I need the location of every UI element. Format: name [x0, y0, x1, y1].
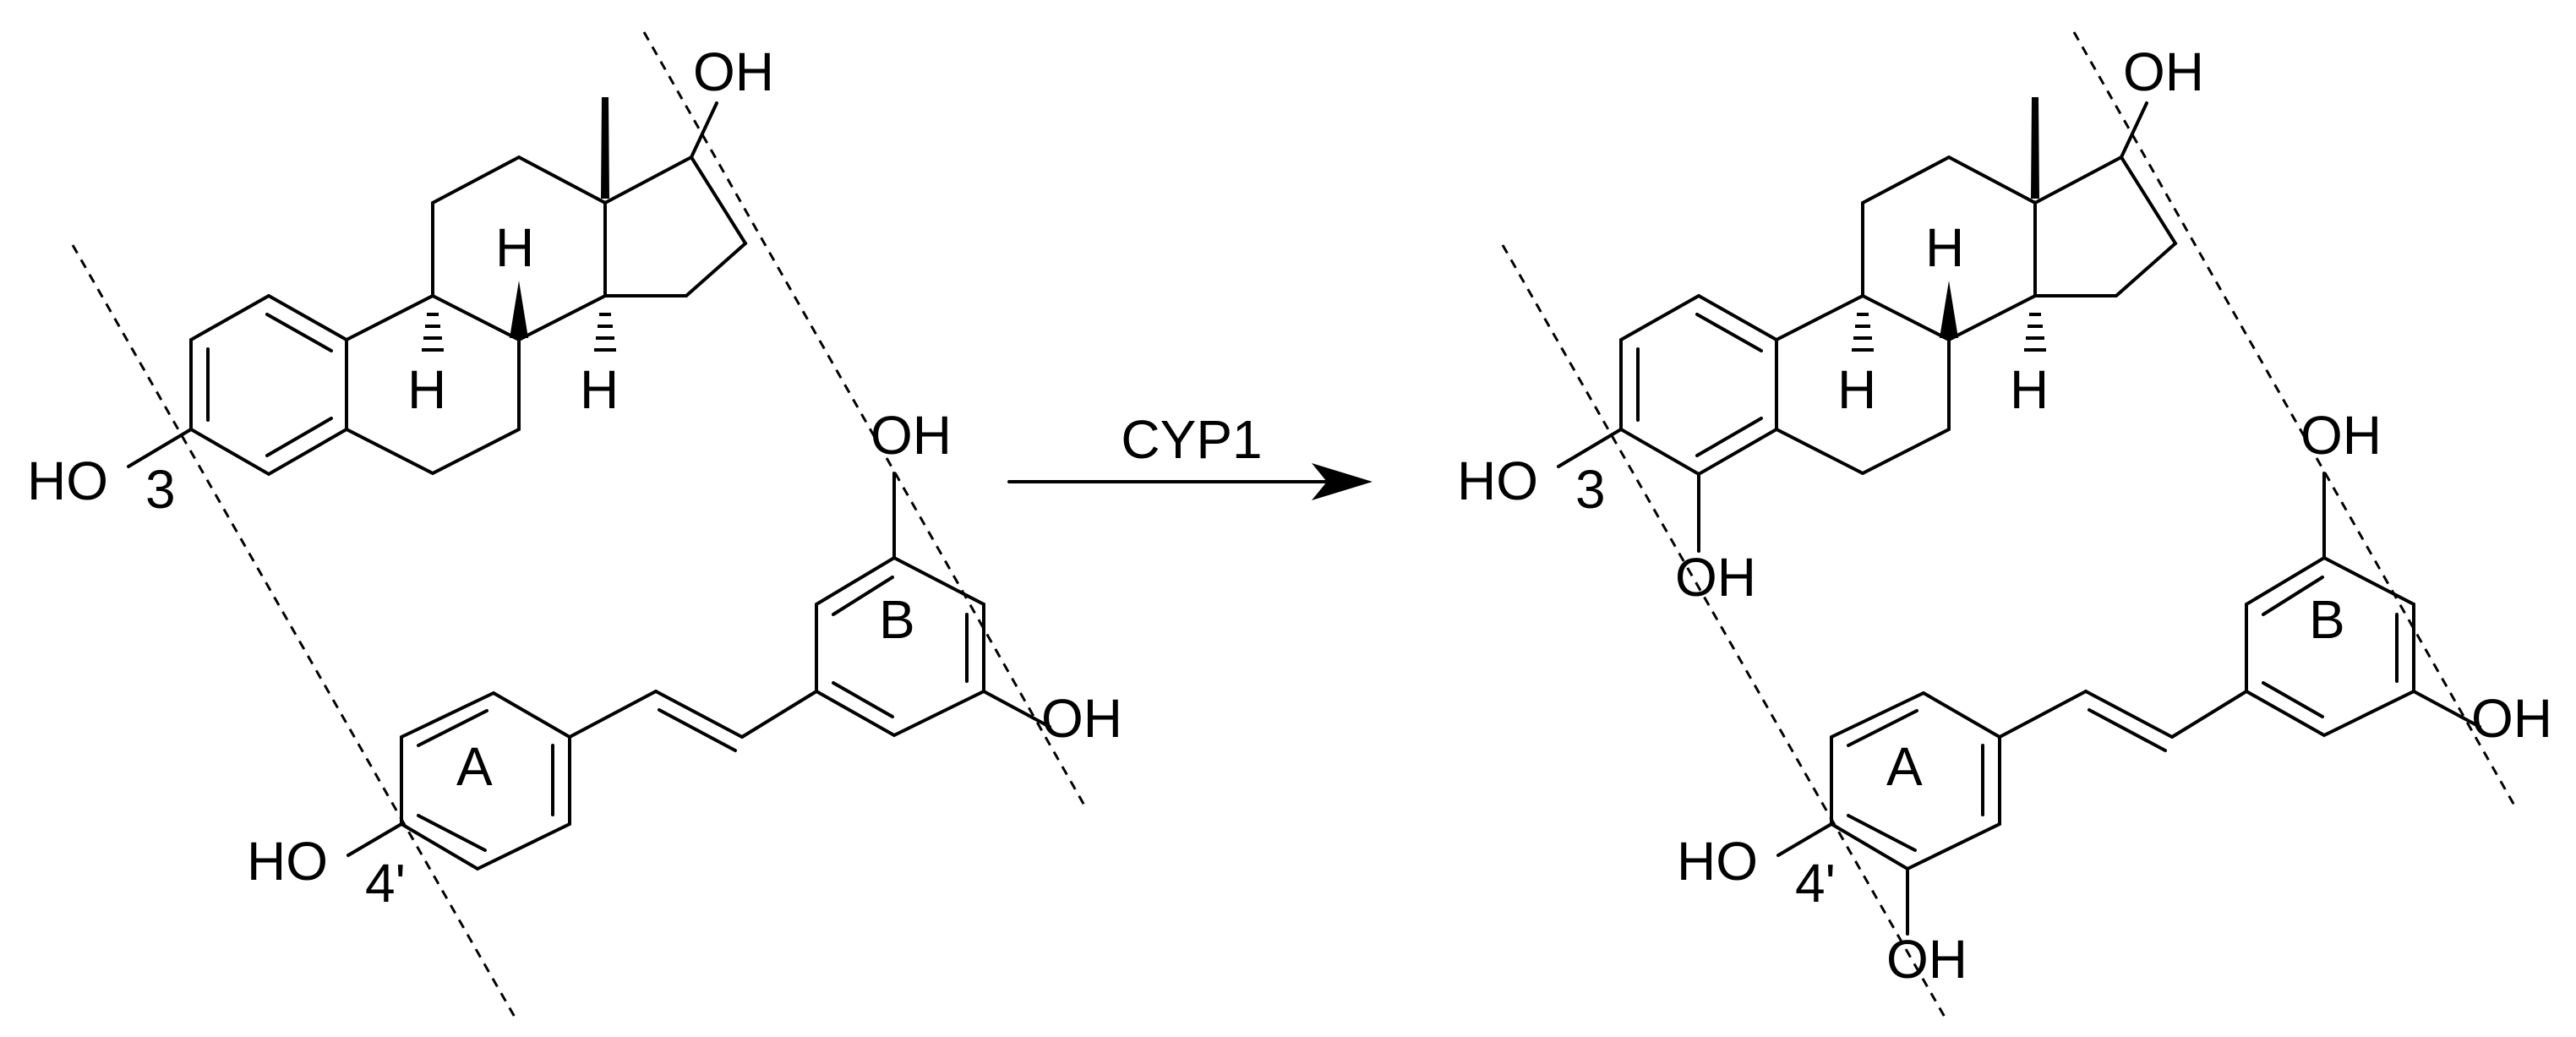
position-label: 3: [1575, 459, 1606, 520]
vinyl-bond: [740, 690, 818, 739]
aromatic-double-bond: [265, 417, 333, 457]
aromatic-double-bond: [1847, 814, 1917, 852]
enzyme-label: CYP1: [1121, 409, 1262, 470]
aromatic-double-bond: [1695, 417, 1763, 457]
hydroxyl-label: HO: [27, 450, 108, 511]
reactant: OH HO 3 H H H OH OH: [27, 31, 1122, 1019]
estradiol-b-ring: [345, 294, 521, 476]
hydroxyl-label: OH: [693, 41, 774, 102]
aromatic-double-bond: [1847, 709, 1918, 747]
estradiol-d-ring: [603, 155, 748, 297]
aromatic-double-bond: [832, 681, 894, 718]
vinyl-bond: [1998, 690, 2088, 739]
hydroxyl-label: OH: [870, 405, 952, 466]
aromatic-double-bond: [2262, 576, 2324, 616]
ring-label: B: [2309, 589, 2345, 650]
methyl-wedge: [2031, 97, 2039, 199]
c4p-oxygen-bond: [1776, 822, 1833, 857]
vinyl-bond: [568, 690, 658, 739]
ring-label: B: [879, 589, 915, 650]
methyl-wedge: [601, 97, 609, 199]
ring-label: A: [1886, 736, 1923, 797]
position-label: 3: [145, 459, 176, 520]
hydroxyl-label: HO: [1457, 450, 1538, 511]
product: OH HO 3 OH H H H OH OH: [1457, 31, 2552, 1019]
aromatic-double-bond: [832, 576, 894, 616]
vinyl-double-bond: [2084, 690, 2174, 739]
stereo-hash: [2024, 313, 2046, 352]
estradiol-b-ring: [345, 201, 434, 341]
resveratrol-ring-b: [815, 555, 985, 738]
stereo-hash: [422, 313, 444, 352]
c5-oxygen-bond: [982, 690, 1051, 729]
resveratrol-ring-b: [2245, 555, 2415, 738]
estradiol-d-ring: [2033, 155, 2178, 297]
vinyl-double-bond: [2088, 708, 2167, 752]
estradiol-a-ring: [189, 294, 348, 477]
estradiol-a-ring: [1619, 294, 1778, 477]
hydroxyl-label: OH: [2471, 688, 2552, 749]
reaction-arrow: CYP1: [1007, 409, 1373, 500]
vinyl-double-bond: [654, 690, 744, 739]
hydroxyl-label: HO: [247, 831, 328, 892]
hydrogen-label: H: [495, 217, 534, 278]
c17-oxygen-bond: [2120, 101, 2148, 159]
arrowhead-icon: [1312, 463, 1373, 500]
aromatic-double-bond: [1695, 313, 1763, 352]
c3-oxygen-bond: [127, 428, 193, 468]
stereo-wedge: [510, 281, 528, 338]
aromatic-double-bond: [417, 709, 488, 747]
hydrogen-label: H: [1925, 217, 1964, 278]
alignment-guides: [1501, 31, 2519, 1019]
hydrogen-label: H: [580, 359, 619, 420]
ring-label: A: [456, 736, 493, 797]
hydrogen-label: H: [2010, 359, 2049, 420]
hydroxyl-label: OH: [2300, 405, 2382, 466]
c5-oxygen-bond: [2412, 690, 2481, 729]
hydroxyestradiol-molecule: OH HO 3 OH H H H: [1457, 41, 2204, 608]
estradiol-b-ring: [1775, 294, 1951, 476]
aromatic-double-bond: [2262, 681, 2324, 718]
hydrogen-label: H: [1837, 359, 1876, 420]
hydroxyl-label: OH: [1675, 547, 1756, 608]
alignment-guides: [71, 31, 1089, 1019]
c3-oxygen-bond: [1557, 428, 1623, 468]
aromatic-double-bond: [417, 814, 487, 852]
hydroxyl-label: OH: [1041, 688, 1122, 749]
vinyl-double-bond: [658, 708, 737, 752]
piceatannol-molecule: OH OH B A HO 4' OH: [1677, 405, 2552, 990]
estradiol-b-ring: [1775, 201, 1864, 341]
hydrogen-label: H: [407, 359, 446, 420]
aromatic-double-bond: [265, 313, 333, 352]
hydroxyl-label: HO: [1677, 831, 1758, 892]
stereo-wedge: [1940, 281, 1958, 338]
estradiol-molecule: OH HO 3 H H H: [27, 41, 774, 520]
position-label: 4': [1795, 853, 1836, 914]
c17-oxygen-bond: [690, 101, 718, 159]
c4p-oxygen-bond: [347, 822, 403, 857]
hydroxyl-label: OH: [2123, 41, 2204, 102]
stereo-hash: [594, 313, 616, 352]
vinyl-bond: [2170, 690, 2248, 739]
position-label: 4': [365, 853, 406, 914]
resveratrol-molecule: OH OH B A HO 4': [247, 405, 1122, 914]
stereo-hash: [1852, 313, 1874, 352]
